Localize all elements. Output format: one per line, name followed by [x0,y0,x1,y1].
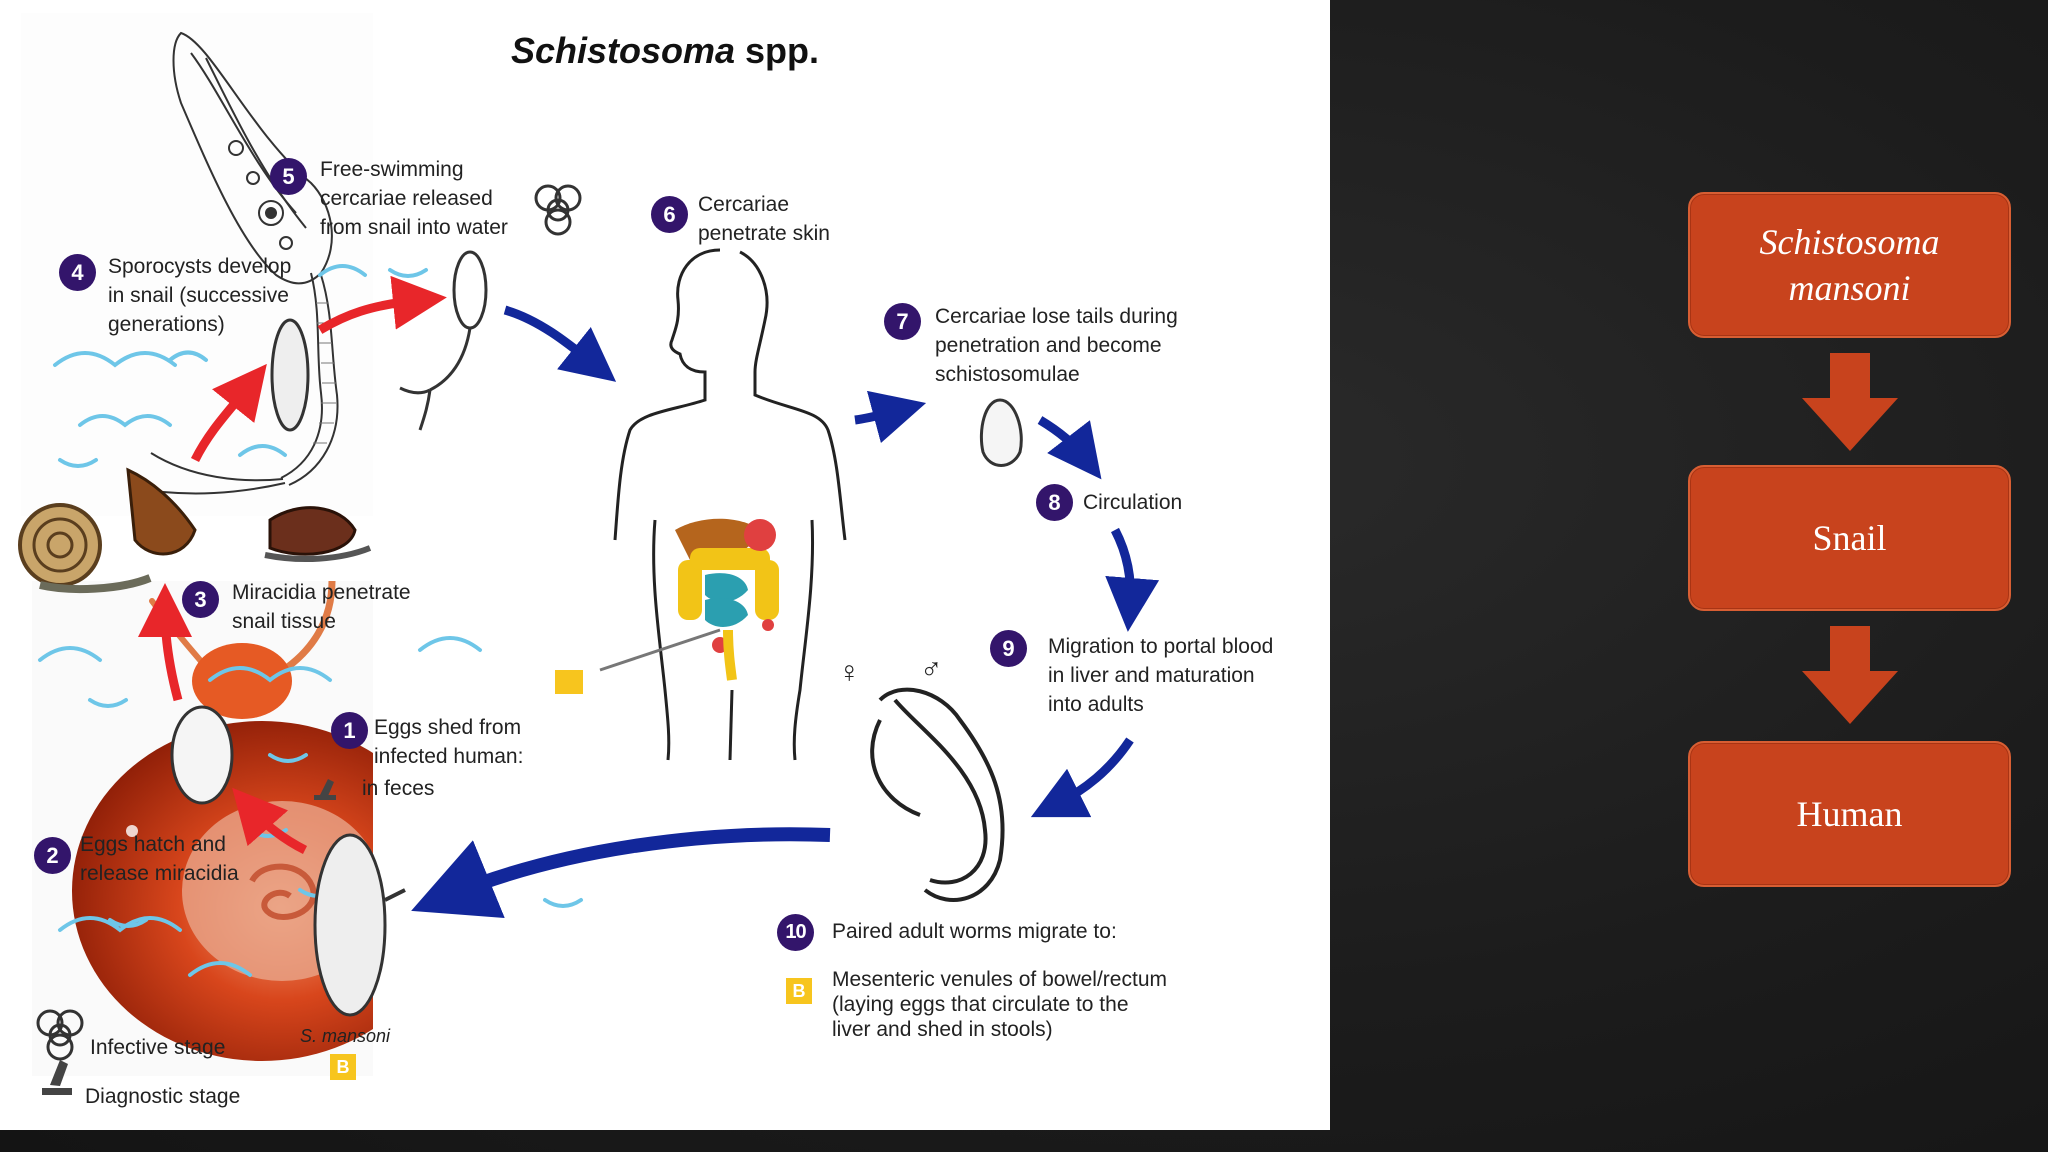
biohazard-icon [36,184,582,1061]
human-silhouette [613,248,847,761]
site-b-text: Mesenteric venules of bowel/rectum(layin… [832,968,1167,1041]
sporocyst-drawing [270,318,310,432]
site-b-marker [555,670,583,694]
egg-drawing [313,833,387,1017]
step-number-10: 10 [777,914,814,951]
paired-worms [870,687,1005,902]
egg-species-label: S. mansoni [300,1026,391,1046]
legend-infective-stage: Infective stage [90,1036,226,1059]
microscope-icon [42,779,336,1095]
site-b-badge: B [786,978,812,1004]
snail-photo [32,581,373,1076]
flow-arrow-down-icon [1802,353,1898,451]
step-number-6: 6 [651,196,688,233]
step-number-2: 2 [34,837,71,874]
miracidium-drawing [170,705,234,805]
step-number-7: 7 [884,303,921,340]
cercaria-small [399,250,488,431]
female-symbol: ♀ [838,656,861,689]
red-arrows [138,275,447,855]
red-snail-image [72,581,373,1061]
step-8-text: Circulation [1083,491,1183,514]
flow-arrow-down-icon [1802,626,1898,724]
flow-box-snail: Snail [1688,465,2011,611]
flow-box-human: Human [1688,741,2011,887]
male-symbol: ♂ [920,653,943,686]
organs-illustration [675,518,779,681]
life-cycle-graphics [18,184,1160,1095]
egg-b-badge: B [330,1054,356,1080]
step-number-8: 8 [1036,484,1073,521]
step-number-1: 1 [331,712,368,749]
step-1-feces-text: in feces [362,777,435,800]
step-number-5: 5 [270,158,307,195]
snail-drawings [18,467,372,594]
pointer-line [599,628,721,672]
step-number-9: 9 [990,630,1027,667]
step-number-4: 4 [59,254,96,291]
step-number-3: 3 [182,581,219,618]
blue-arrows [411,305,1160,918]
schistosomulum-drawing [979,398,1023,467]
diagram-title: Schistosoma spp. [510,30,820,71]
step-10-text: Paired adult worms migrate to: [832,920,1117,943]
legend-diagnostic-stage: Diagnostic stage [85,1085,241,1108]
